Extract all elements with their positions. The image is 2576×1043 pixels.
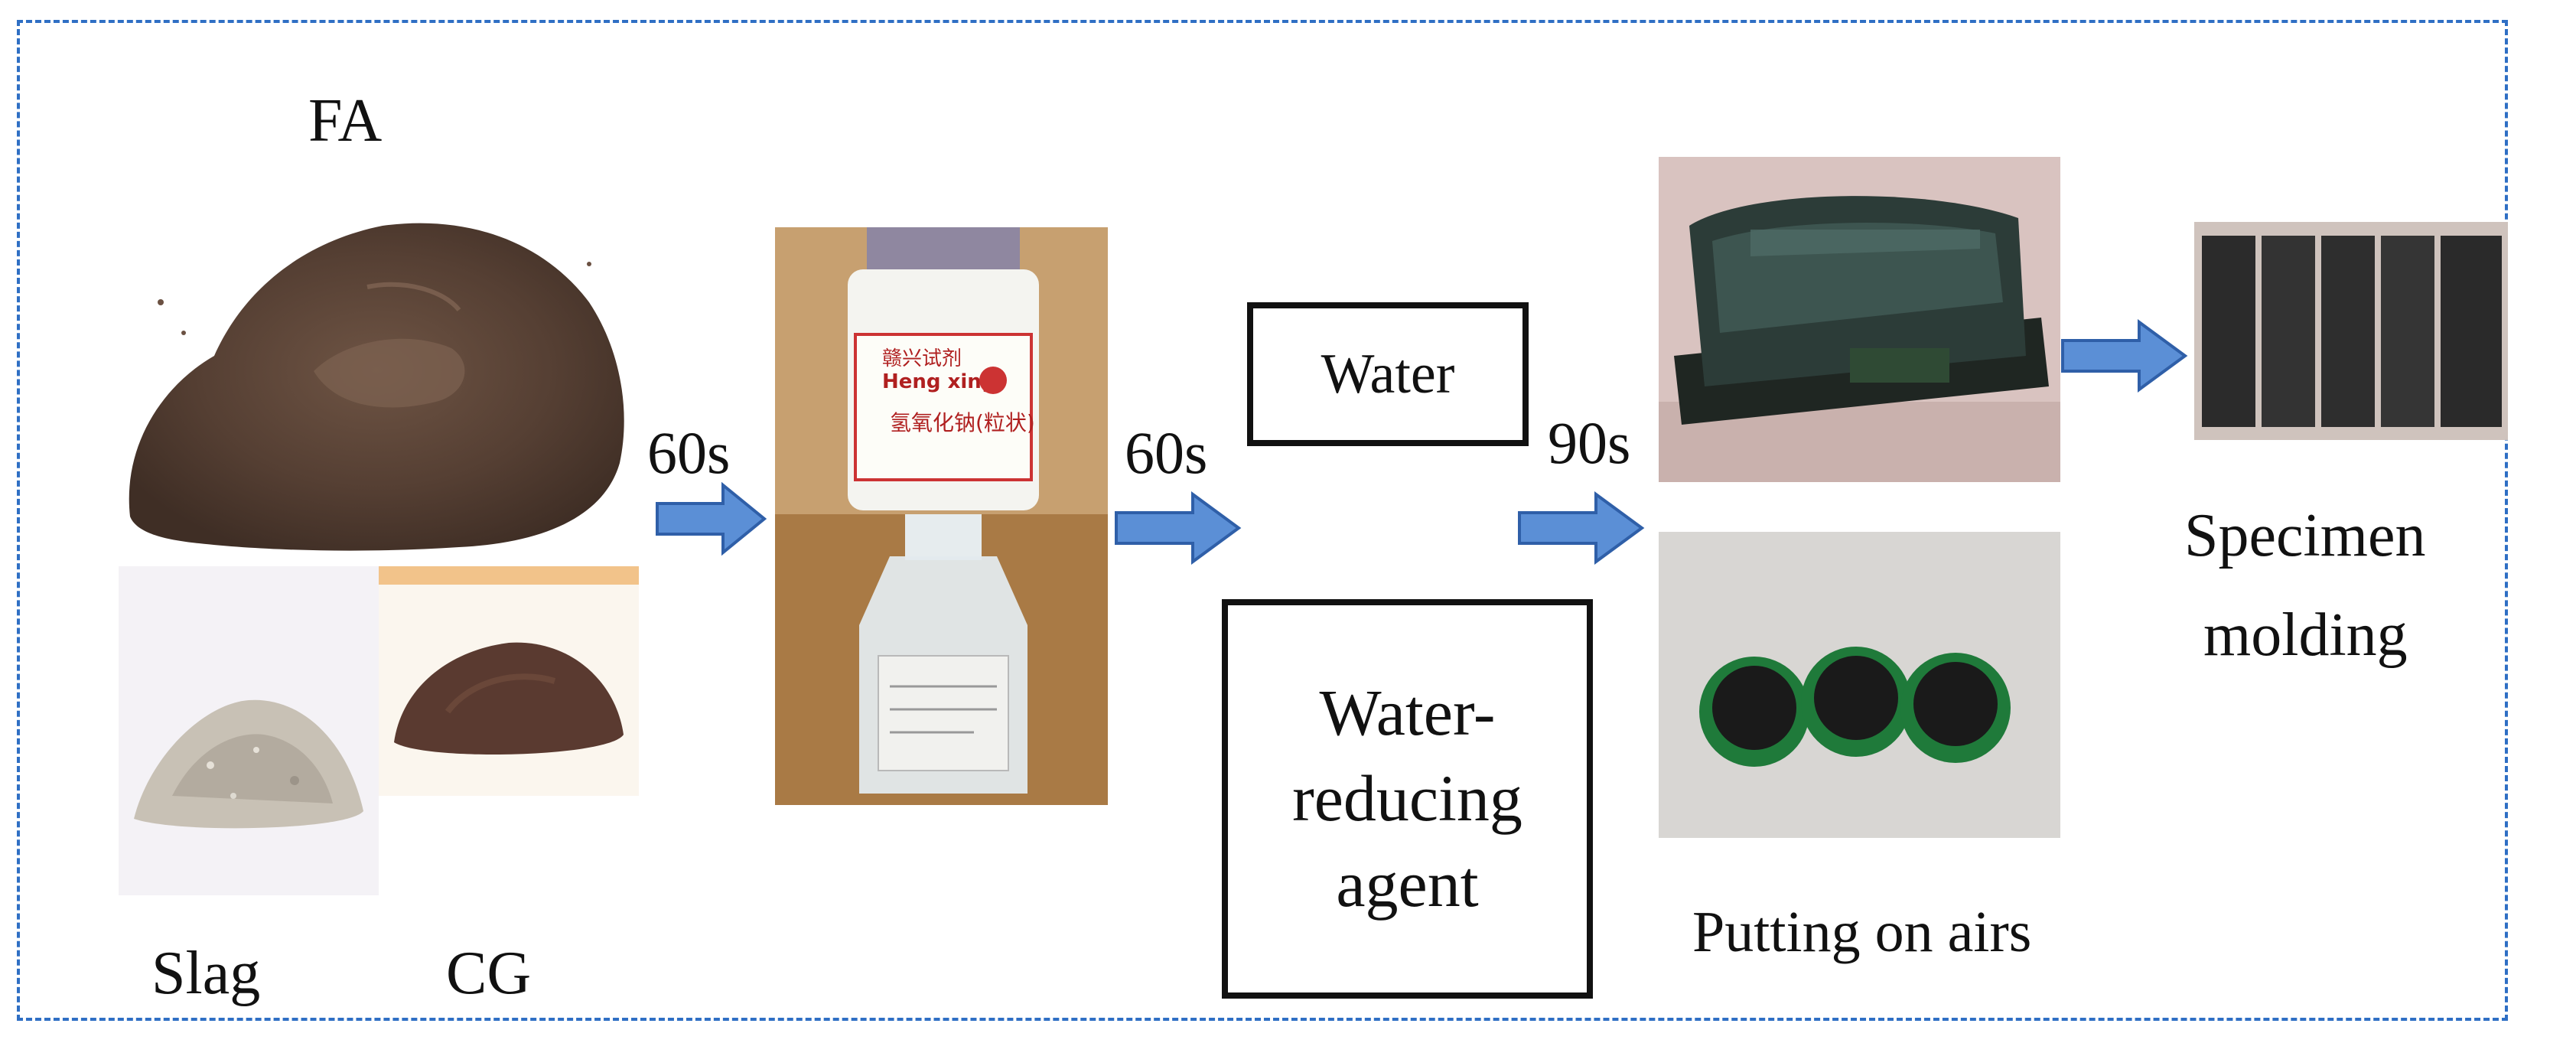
slag-label: Slag <box>151 940 261 1007</box>
water-reducing-label-line3: agent <box>1336 846 1479 921</box>
time-label-3: 90s <box>1548 409 1631 476</box>
putting-on-airs-label: Putting on airs <box>1692 900 2032 964</box>
specimen-label-line1: Specimen <box>2184 502 2426 569</box>
arrow-2 <box>1113 490 1243 566</box>
cg-photo <box>379 566 639 796</box>
specimen-label-line2: molding <box>2203 601 2408 669</box>
round-molds-photo <box>1659 532 2060 838</box>
arrow-4 <box>2060 318 2190 394</box>
mold-photo <box>1659 157 2060 482</box>
water-label: Water <box>1321 342 1455 406</box>
fa-powder-photo <box>115 195 635 555</box>
arrow-1 <box>654 481 769 557</box>
specimen-photo <box>2194 222 2508 440</box>
water-reducing-agent-box: Water- reducing agent <box>1222 599 1593 999</box>
reagent-chemical-cn: 氢氧化钠(粒状) <box>890 410 1035 435</box>
reagent-bottles-photo: 赣兴试剂 Heng xing 氢氧化钠(粒状) <box>775 227 1108 805</box>
dashed-frame <box>17 20 2508 1021</box>
fa-label: FA <box>308 87 383 155</box>
water-reducing-label-line2: reducing <box>1292 761 1522 836</box>
reagent-brand-cn: 赣兴试剂 <box>882 347 962 370</box>
water-box: Water <box>1247 302 1529 446</box>
arrow-3 <box>1516 490 1646 566</box>
time-label-1: 60s <box>647 419 731 486</box>
reagent-brand-en: Heng xing <box>882 370 995 393</box>
slag-photo <box>119 566 379 895</box>
cg-label: CG <box>446 940 532 1007</box>
water-reducing-label-line1: Water- <box>1319 676 1496 750</box>
time-label-2: 60s <box>1125 419 1208 486</box>
